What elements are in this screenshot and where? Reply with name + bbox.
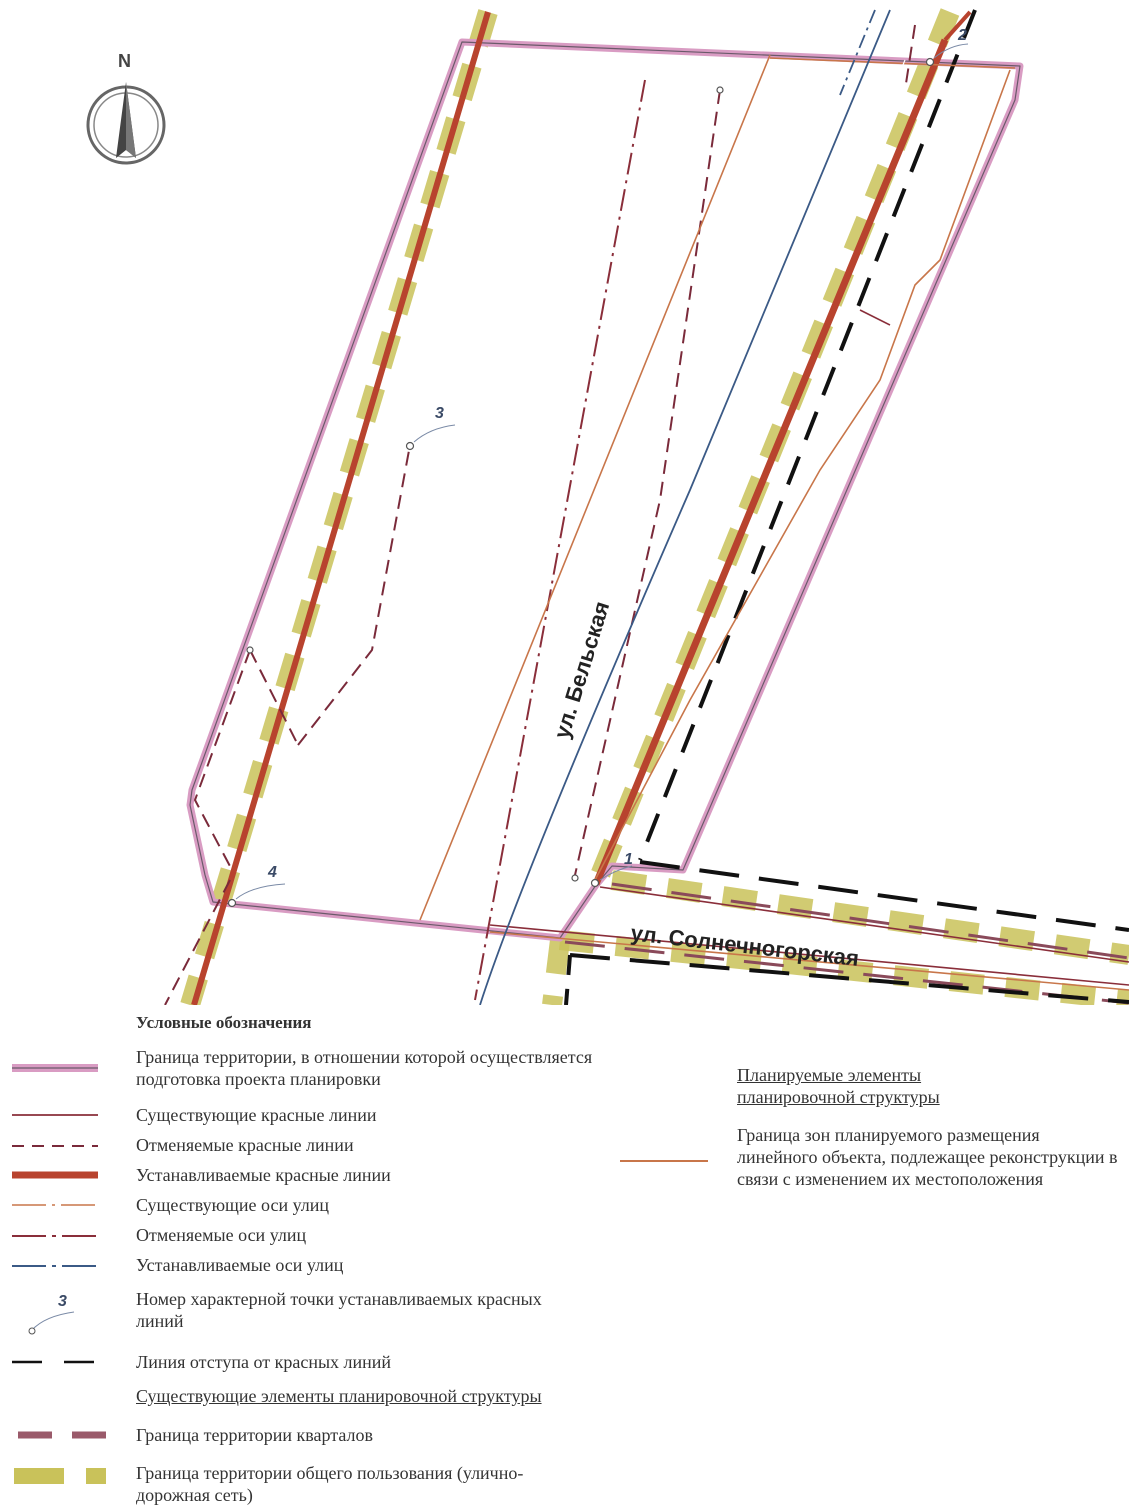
street-label-belskaya: ул. Бельская [549, 598, 614, 741]
legend-title: Условные обозначения [136, 1013, 312, 1032]
legend-text-setback: Линия отступа от красных линий [136, 1352, 392, 1372]
legend-text-boundary: Граница территории, в отношении которой … [136, 1047, 593, 1089]
new-red-lines [191, 10, 972, 1005]
svg-text:3: 3 [58, 1293, 67, 1310]
existing-street-axes [419, 54, 1129, 991]
legend-text-existing-axes: Существующие оси улиц [136, 1195, 330, 1215]
legend-symbols: 3 [12, 1064, 708, 1484]
legend-heading-existing: Существующие элементы планировочной стру… [136, 1386, 542, 1406]
legend-text-new-axes: Устанавливаемые оси улиц [136, 1255, 344, 1275]
existing-red-lines [489, 309, 1129, 986]
point-4-label: 4 [267, 864, 277, 881]
legend-symbol-point-number: 3 [28, 1293, 75, 1335]
new-street-axes [479, 9, 891, 1005]
legend-text-point-number: Номер характерной точки устанавливаемых … [136, 1289, 542, 1331]
cancelled-street-axes [474, 79, 646, 1001]
legend-text-linear-zone: Граница зон планируемого размещения лине… [737, 1125, 1118, 1189]
north-arrow-icon: N [86, 51, 166, 165]
cancelled-red-lines [164, 24, 916, 1005]
north-label: N [118, 51, 131, 71]
legend-text-cancelled-red: Отменяемые красные линии [136, 1135, 354, 1155]
point-3-label: 3 [435, 405, 444, 422]
planning-map: 1 2 3 4 ул. Бельская ул. Солнечногорская… [86, 8, 1129, 1005]
point-1-label: 1 [624, 851, 633, 868]
legend-text-quarters: Граница территории кварталов [136, 1425, 374, 1445]
legend-text-new-red: Устанавливаемые красные линии [136, 1165, 391, 1185]
legend-text-public: Граница территории общего пользования (у… [136, 1463, 524, 1505]
point-2-label: 2 [957, 27, 967, 44]
legend-text-existing-red: Существующие красные линии [136, 1105, 377, 1125]
quarter-boundary [564, 882, 1129, 1005]
characteristic-points [227, 57, 935, 908]
project-territory-boundary [186, 38, 1024, 942]
legend-heading-planned: Планируемые элементы планировочной струк… [737, 1065, 940, 1107]
setback-lines [564, 9, 1129, 1005]
legend-text-cancelled-axes: Отменяемые оси улиц [136, 1225, 307, 1245]
